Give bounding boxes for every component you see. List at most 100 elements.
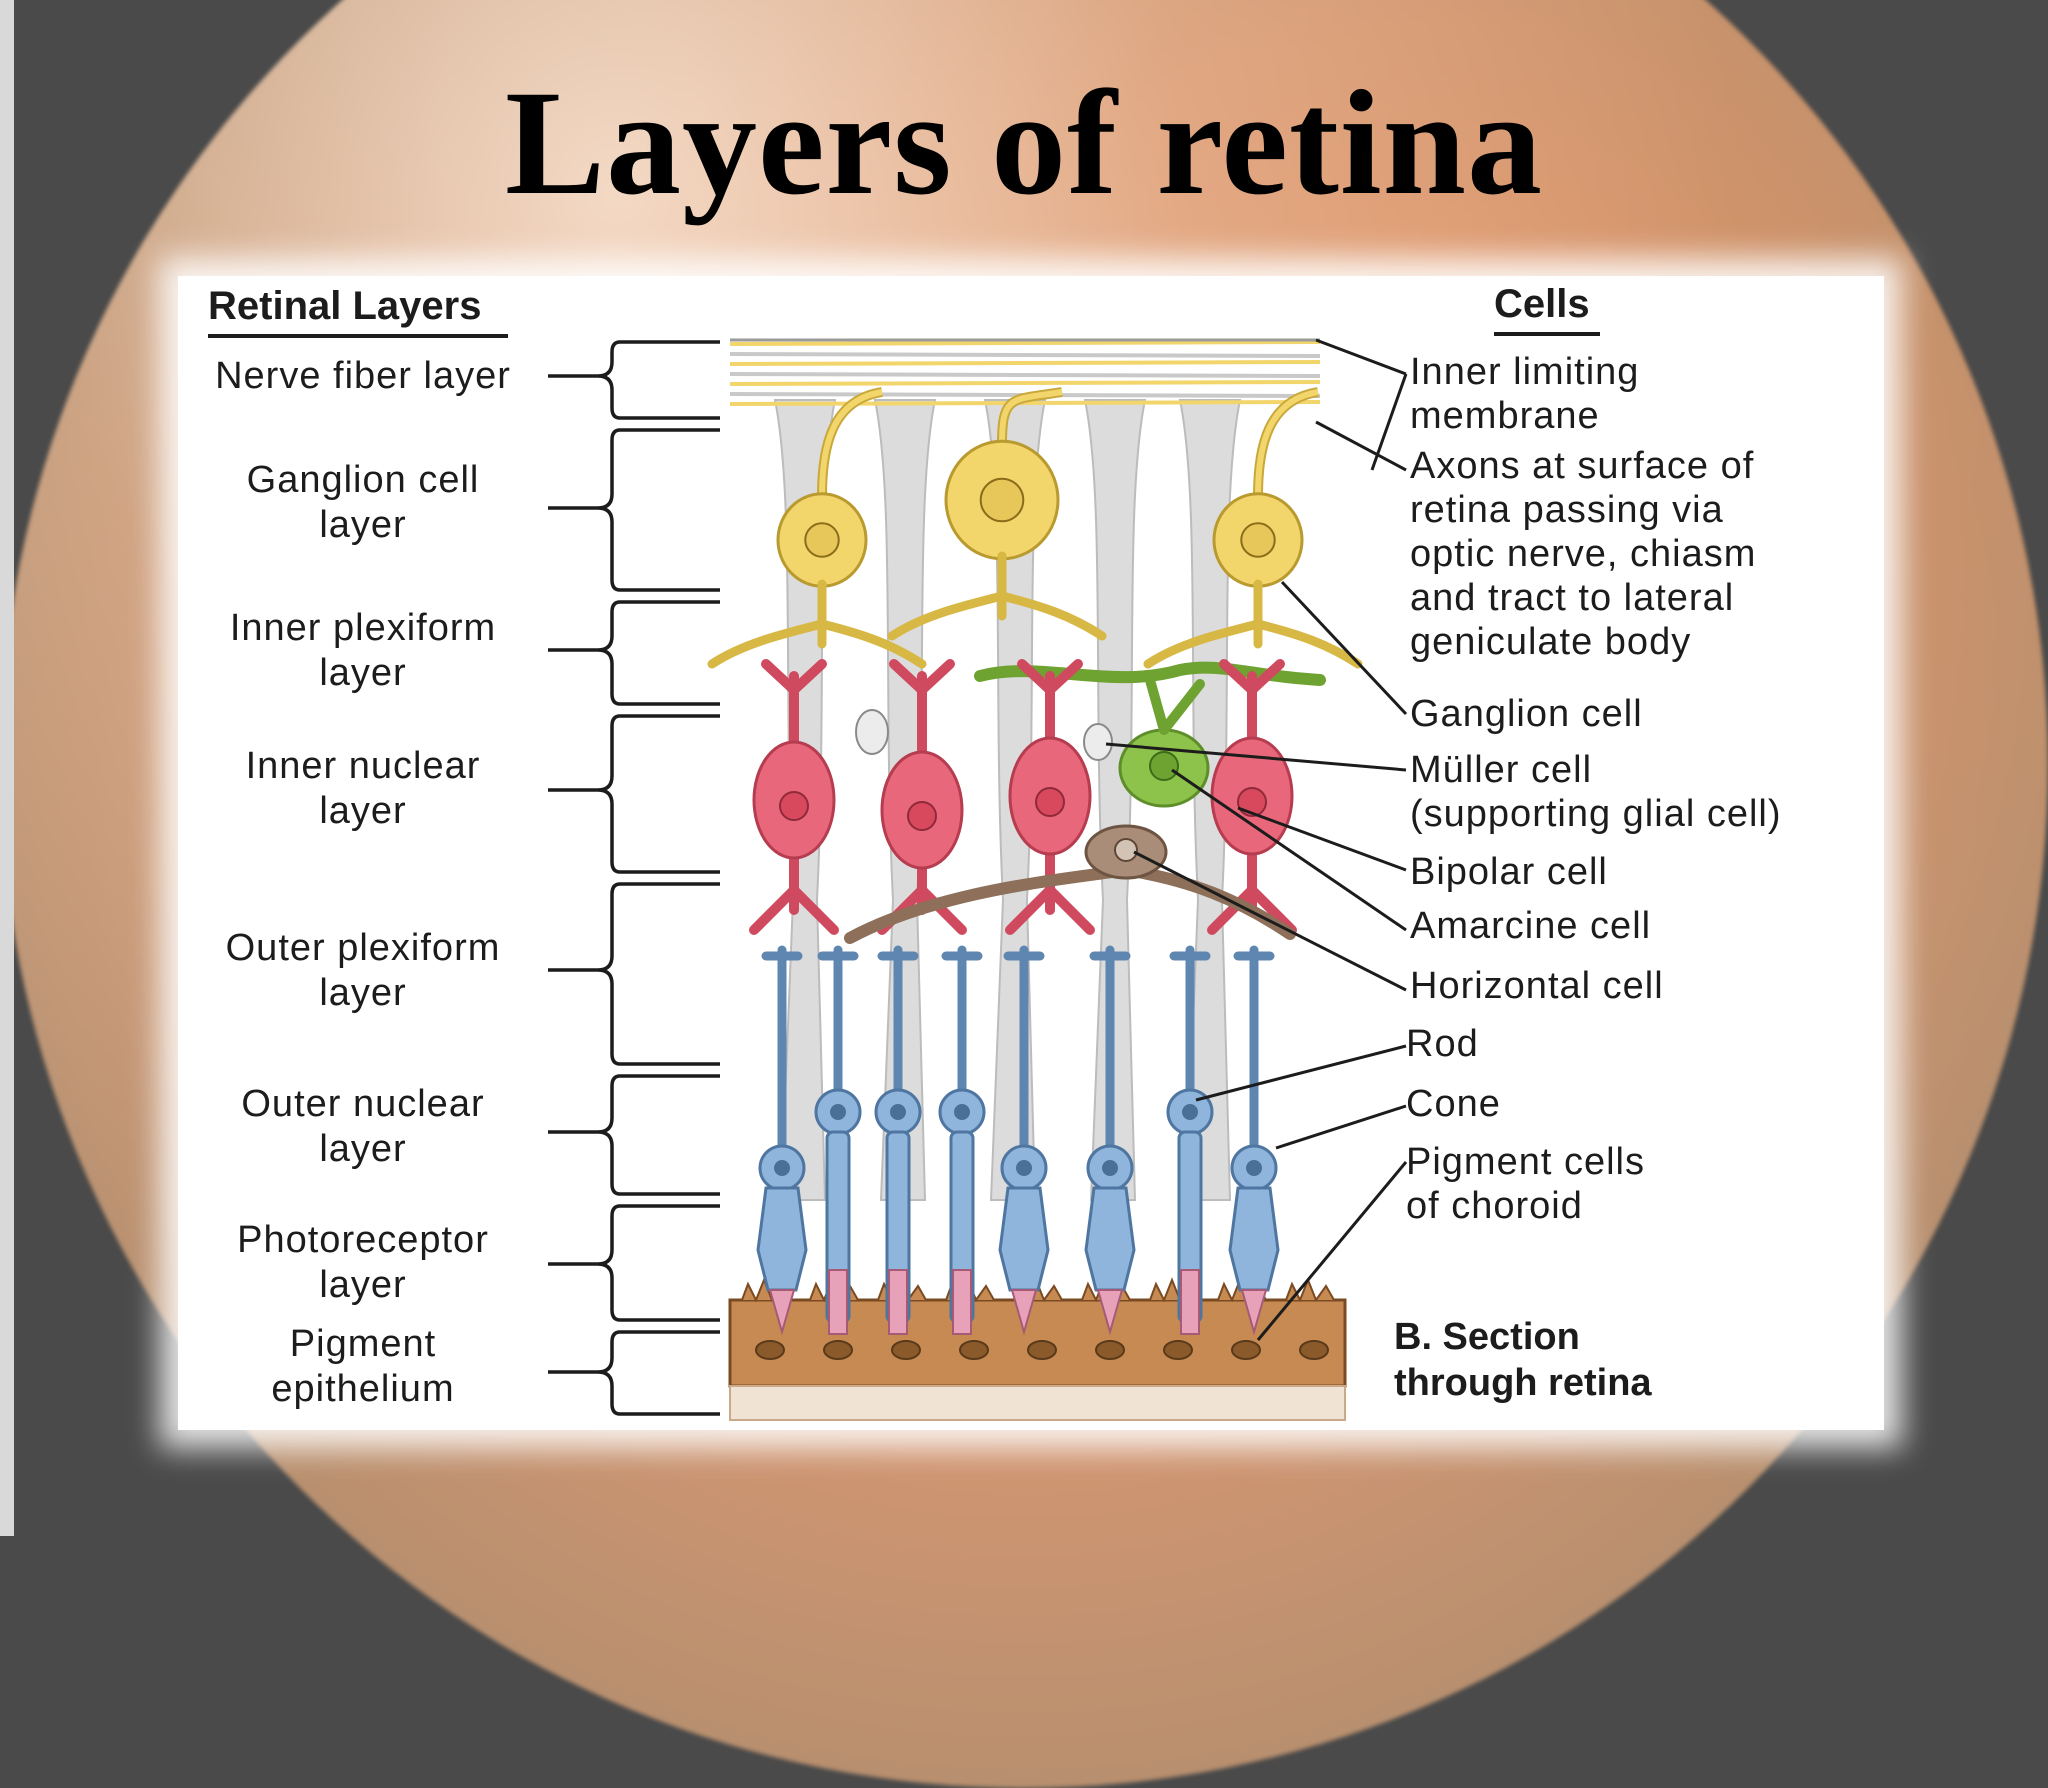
caption-line: through retina bbox=[1394, 1362, 1652, 1404]
bipolar-cell-dendrite bbox=[1219, 659, 1285, 745]
pigment-cell-nucleus bbox=[823, 1340, 853, 1360]
caption-line: B. Section bbox=[1394, 1316, 1580, 1358]
cell-label-rod: Rod bbox=[1406, 1022, 1479, 1066]
cell-label-horizontal-cell: Horizontal cell bbox=[1410, 964, 1664, 1008]
cell-label-muller-cell: Müller cell (supporting glial cell) bbox=[1410, 748, 1782, 836]
pigment-cell-nucleus bbox=[755, 1340, 785, 1360]
nerve-fiber-axon bbox=[729, 340, 1321, 346]
layer-bracket bbox=[597, 340, 720, 420]
cone-outer-segment bbox=[1240, 1289, 1268, 1336]
bipolar-cell-nucleus bbox=[1035, 787, 1065, 817]
rod-outer-segment bbox=[888, 1269, 908, 1335]
nerve-fiber-axon bbox=[729, 380, 1321, 386]
cone-inner-segment bbox=[1228, 1186, 1280, 1292]
photoreceptor-inner-fiber bbox=[817, 945, 859, 1095]
cone-inner-segment bbox=[998, 1186, 1050, 1292]
photoreceptor-nucleolus bbox=[890, 1104, 906, 1120]
cell-label-ganglion-cell: Ganglion cell bbox=[1410, 692, 1643, 736]
cell-label-line: Ganglion cell bbox=[1410, 693, 1643, 735]
leader-line bbox=[1237, 806, 1407, 872]
cell-label-line: Horizontal cell bbox=[1410, 965, 1664, 1007]
leader-line bbox=[1105, 742, 1407, 772]
nerve-fiber-axon bbox=[729, 360, 1321, 366]
photoreceptor-inner-fiber bbox=[1169, 945, 1211, 1095]
cell-label-amarcine-cell: Amarcine cell bbox=[1410, 904, 1651, 948]
photoreceptor-inner-fiber bbox=[1089, 945, 1131, 1151]
layer-label-line: layer bbox=[319, 652, 407, 694]
bipolar-cell-dendrite bbox=[1017, 659, 1083, 745]
amacrine-cell-stem bbox=[1145, 675, 1205, 735]
amacrine-cell-nucleus bbox=[1149, 751, 1179, 781]
cell-label-line: Amarcine cell bbox=[1410, 905, 1652, 947]
layer-label-line: Ganglion cell bbox=[246, 459, 480, 501]
layer-label-line: Pigment bbox=[289, 1323, 437, 1365]
layer-label-inner-plexiform: Inner plexiform layer bbox=[193, 606, 533, 696]
cone-outer-segment bbox=[1010, 1289, 1038, 1336]
nerve-fiber-axon bbox=[729, 372, 1321, 378]
layer-label-line: epithelium bbox=[271, 1368, 455, 1410]
cone-inner-segment bbox=[756, 1186, 808, 1292]
ganglion-cell-nucleus bbox=[804, 522, 840, 558]
retinal-layers-header-underline bbox=[208, 334, 508, 338]
retina-diagram-drawing bbox=[548, 338, 1408, 1421]
left-edge-strip bbox=[0, 0, 14, 1536]
cell-label-bipolar-cell: Bipolar cell bbox=[1410, 850, 1608, 894]
layer-label-line: layer bbox=[319, 1264, 407, 1306]
layer-bracket bbox=[597, 882, 720, 1066]
pigment-cell-nucleus bbox=[1027, 1340, 1057, 1360]
pigment-cell-nucleus bbox=[1163, 1340, 1193, 1360]
photoreceptor-nucleolus bbox=[1182, 1104, 1198, 1120]
layer-label-line: Inner nuclear bbox=[245, 745, 481, 787]
photoreceptor-nucleolus bbox=[1102, 1160, 1118, 1176]
photoreceptor-inner-fiber bbox=[877, 945, 919, 1095]
layer-bracket bbox=[597, 714, 720, 874]
leader-line bbox=[1256, 1161, 1408, 1341]
layer-label-ganglion-cell: Ganglion cell layer bbox=[193, 458, 533, 548]
cell-label-line: retina passing via bbox=[1410, 489, 1724, 531]
layer-label-line: layer bbox=[319, 790, 407, 832]
cell-label-line: Axons at surface of bbox=[1410, 445, 1755, 487]
pigment-cell-nucleus bbox=[1231, 1340, 1261, 1360]
leader-line bbox=[1171, 768, 1407, 932]
layer-label-line: Inner plexiform bbox=[229, 607, 497, 649]
layer-label-line: layer bbox=[319, 504, 407, 546]
cells-header: Cells bbox=[1494, 282, 1590, 326]
cells-header-underline bbox=[1494, 332, 1600, 336]
muller-cell-nucleus bbox=[1083, 723, 1113, 761]
nerve-fiber-axon bbox=[729, 400, 1321, 406]
cell-label-line: geniculate body bbox=[1410, 621, 1692, 663]
photoreceptor-nucleolus bbox=[830, 1104, 846, 1120]
cell-label-inner-limiting-membrane: Inner limiting membrane bbox=[1410, 350, 1639, 438]
muller-cell-nucleus bbox=[855, 709, 889, 755]
ganglion-cell-nucleus bbox=[1240, 522, 1276, 558]
bipolar-cell-nucleus bbox=[907, 801, 937, 831]
leader-line bbox=[1133, 850, 1407, 992]
layer-label-line: layer bbox=[319, 1128, 407, 1170]
photoreceptor-nucleolus bbox=[1016, 1160, 1032, 1176]
cone-inner-segment bbox=[1084, 1186, 1136, 1292]
cell-label-line: Müller cell bbox=[1410, 749, 1593, 791]
leader-line bbox=[1315, 338, 1407, 376]
bipolar-cell-axon bbox=[749, 851, 839, 935]
pigment-cell-nucleus bbox=[959, 1340, 989, 1360]
layer-bracket bbox=[597, 1330, 720, 1416]
bipolar-cell-nucleus bbox=[779, 791, 809, 821]
figure-caption: B. Section through retina bbox=[1394, 1314, 1652, 1406]
cell-leader-lines bbox=[1105, 338, 1408, 1341]
cone-outer-segment bbox=[768, 1289, 796, 1336]
layer-label-outer-nuclear: Outer nuclear layer bbox=[193, 1082, 533, 1172]
rod-outer-segment bbox=[1180, 1269, 1200, 1335]
layer-brackets bbox=[548, 340, 720, 1416]
photoreceptor-nucleolus bbox=[954, 1104, 970, 1120]
photoreceptor-nucleolus bbox=[1246, 1160, 1262, 1176]
layer-label-line: Photoreceptor bbox=[237, 1219, 489, 1261]
cell-label-cone: Cone bbox=[1406, 1082, 1501, 1126]
layer-label-line: Outer plexiform bbox=[225, 927, 501, 969]
layer-label-inner-nuclear: Inner nuclear layer bbox=[193, 744, 533, 834]
ganglion-dendrites bbox=[1143, 579, 1363, 669]
layer-bracket bbox=[597, 428, 720, 592]
cell-label-line: and tract to lateral bbox=[1410, 577, 1735, 619]
retina-section-illustration bbox=[707, 338, 1363, 1421]
cell-label-line: Cone bbox=[1406, 1083, 1501, 1125]
